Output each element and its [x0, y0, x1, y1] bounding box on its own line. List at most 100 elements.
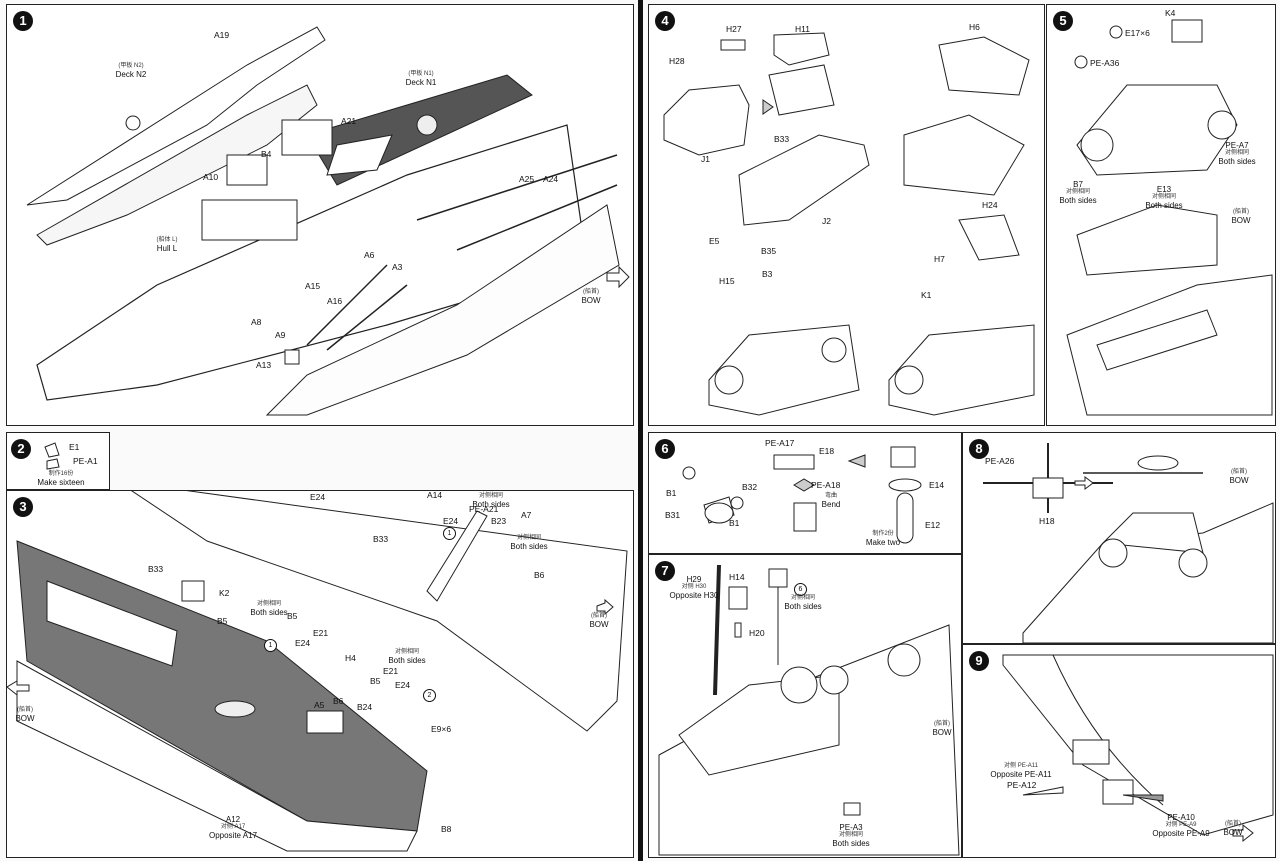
- callout-circle-1: 1: [443, 527, 456, 540]
- label-a25: A25: [519, 174, 535, 184]
- label-bow-left: (船首)BOW: [15, 707, 35, 723]
- label-e5: E5: [709, 236, 720, 246]
- label-a8: A8: [251, 317, 262, 327]
- label-a16: A16: [327, 296, 343, 306]
- label-h27: H27: [726, 24, 742, 34]
- label-b5-b: B5: [287, 611, 298, 621]
- step-8-drawing: [983, 443, 1274, 643]
- label-bow: (船首)BOW: [581, 289, 601, 305]
- step-number-2: 2: [11, 439, 31, 459]
- step-5-drawing: [1066, 19, 1273, 416]
- label-hull: (船体 L)Hull L: [156, 237, 178, 253]
- label-b33: B33: [774, 134, 790, 144]
- label-e24-top: E24: [310, 492, 326, 502]
- step-9-drawing: [1002, 654, 1274, 843]
- label-bow-5: (船首)BOW: [1231, 209, 1251, 225]
- label-h28: H28: [669, 56, 685, 66]
- label-e14: E14: [929, 480, 945, 490]
- label-e24-d: E24: [395, 680, 411, 690]
- label-b32: B32: [742, 482, 758, 492]
- label-h20: H20: [749, 628, 765, 638]
- label-b8: B8: [441, 824, 452, 834]
- step-number-6: 6: [655, 439, 675, 459]
- step-7-drawing: [658, 564, 960, 856]
- label-e21-b: E21: [383, 666, 399, 676]
- label-pe-a21: PE-A21: [469, 504, 499, 514]
- label-e24-b: E24: [443, 516, 459, 526]
- label-b24: B24: [357, 702, 373, 712]
- label-e21-a: E21: [313, 628, 329, 638]
- label-a3: A3: [392, 262, 403, 272]
- label-k4: K4: [1165, 8, 1176, 18]
- label-b1-b: B1: [729, 518, 740, 528]
- label-bow-9: (船首)BOW: [1223, 821, 1243, 837]
- label-pe-a17: PE-A17: [765, 438, 795, 448]
- label-b6-right: B6: [534, 570, 545, 580]
- label-b6-left: B6: [333, 696, 344, 706]
- step-number-1: 1: [13, 11, 33, 31]
- label-a6: A6: [364, 250, 375, 260]
- center-divider: [638, 0, 643, 861]
- label-h15: H15: [719, 276, 735, 286]
- label-e9: E9×6: [431, 724, 452, 734]
- label-e24-c: E24: [295, 638, 311, 648]
- label-pe-a36: PE-A36: [1090, 58, 1120, 68]
- step-number-8: 8: [969, 439, 989, 459]
- label-pe-a18: PE-A18: [811, 480, 841, 490]
- label-b23: B23: [491, 516, 507, 526]
- label-j1: J1: [701, 154, 710, 164]
- label-h11: H11: [795, 24, 810, 34]
- step-1-drawing: [26, 26, 630, 416]
- label-deck-n1: (甲板 N1)Deck N1: [405, 71, 437, 87]
- label-a5: A5: [314, 700, 325, 710]
- step-number-7: 7: [655, 561, 675, 581]
- label-e18: E18: [819, 446, 835, 456]
- label-b4: B4: [261, 149, 272, 159]
- label-a19: A19: [214, 30, 230, 40]
- label-h7: H7: [934, 254, 945, 264]
- step-number-3: 3: [13, 497, 33, 517]
- callout-circle-2: 2: [423, 689, 436, 702]
- step-number-4: 4: [655, 11, 675, 31]
- label-bow-8: (船首)BOW: [1229, 469, 1249, 485]
- label-b33-right: B33: [373, 534, 389, 544]
- step-number-9: 9: [969, 651, 989, 671]
- label-bow-right: (船首)BOW: [589, 613, 609, 629]
- step-2-drawing: [44, 442, 60, 470]
- step-4-drawing: [663, 32, 1035, 416]
- step-number-5: 5: [1053, 11, 1073, 31]
- label-a24: A24: [543, 174, 559, 184]
- label-a13: A13: [256, 360, 272, 370]
- label-b35: B35: [761, 246, 777, 256]
- callout-circle-1b: 1: [264, 639, 277, 652]
- label-bow-7: (船首)BOW: [932, 721, 952, 737]
- label-a9: A9: [275, 330, 286, 340]
- label-j2: J2: [822, 216, 831, 226]
- label-e1: E1: [69, 442, 80, 452]
- label-h6: H6: [969, 22, 980, 32]
- label-a15: A15: [305, 281, 321, 291]
- label-h24: H24: [982, 200, 998, 210]
- step-6-drawing: [682, 446, 922, 544]
- panel-step-1: 1 A19 (甲板 N2)Deck N2 (甲板 N1)Deck N1 A21 …: [6, 4, 634, 426]
- step-3-drawing: [7, 491, 628, 852]
- label-a7: A7: [521, 510, 532, 520]
